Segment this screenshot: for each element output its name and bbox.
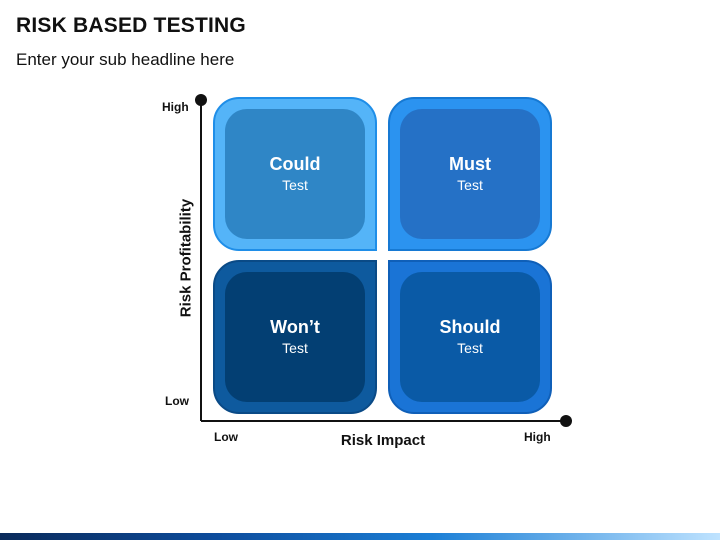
quadrant-inner-panel <box>225 272 365 402</box>
quadrant-title: Must <box>449 154 491 174</box>
quadrant-subtitle: Test <box>282 340 308 356</box>
x-tick-low: Low <box>214 430 238 444</box>
y-tick-low: Low <box>165 394 189 408</box>
quadrant-inner-panel <box>400 109 540 239</box>
quadrant-title: Could <box>269 154 321 174</box>
quadrant-subtitle: Test <box>457 177 483 193</box>
quadrant-should-test: Should Test <box>388 260 552 414</box>
footer-gradient-bar <box>0 533 720 540</box>
quadrant-inner-panel <box>400 272 540 402</box>
page-subtitle: Enter your sub headline here <box>16 50 235 69</box>
quadrant-subtitle: Test <box>282 177 308 193</box>
quadrant-subtitle: Test <box>457 340 483 356</box>
y-axis-label: Risk Profitability <box>177 198 195 318</box>
quadrant-inner-panel <box>225 109 365 239</box>
x-axis-label: Risk Impact <box>340 432 426 449</box>
quadrant-wont-test: Won’t Test <box>213 260 377 414</box>
quadrant-must-test: Must Test <box>388 97 552 251</box>
y-tick-high: High <box>162 100 189 114</box>
page-title: RISK BASED TESTING <box>16 14 246 37</box>
quadrant-title: Should <box>439 317 501 337</box>
quadrant-could-test: Could Test <box>213 97 377 251</box>
x-tick-high: High <box>524 430 551 444</box>
quadrant-title: Won’t <box>270 317 320 337</box>
